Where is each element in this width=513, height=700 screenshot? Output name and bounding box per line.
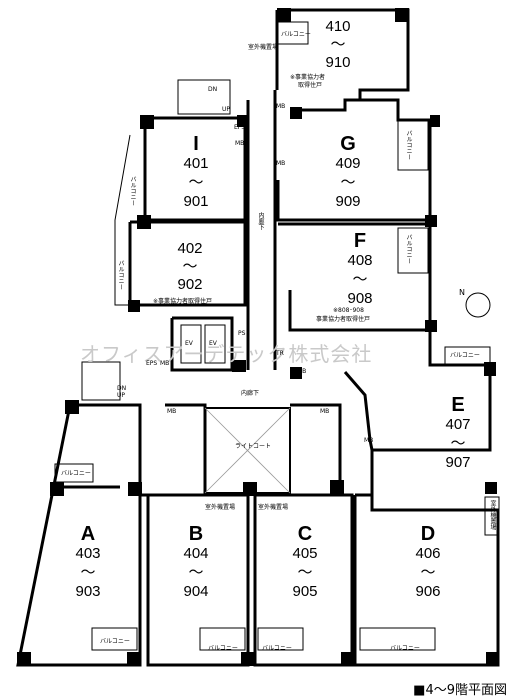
inner-corridor-label: 内廊下 [257,212,264,230]
unit-from: 401 [183,155,209,172]
mb-label: MB [167,408,177,415]
unit-label-c: C 405 ～ 905 [285,523,325,601]
unit-letter: G [340,133,356,155]
ev-label: EV [209,340,217,347]
unit-to: 905 [292,583,318,600]
unit-sep: ～ [188,174,204,191]
unit-label-e: E 407 ～ 907 [438,394,478,472]
unit-label-i: I 401 ～ 901 [176,133,216,211]
mb-label: MB [364,437,374,444]
plan-caption: ■4～9階平面図 [413,683,507,698]
unit-from: 408 [347,252,373,269]
unit-sep: ～ [340,174,356,191]
mb-label: MB [160,360,170,367]
unit-letter: B [188,523,204,545]
unit-sep: ～ [420,564,436,581]
unit-sep: ～ [330,36,346,53]
balcony-label: バルコニー [262,645,292,652]
unit-label-d: D 406 ～ 906 [408,523,448,601]
unit-to: 910 [325,54,351,71]
mb-label: MB [276,160,286,167]
unit-to: 908 [347,290,373,307]
mb-label: MB [235,140,245,147]
outdoor-unit-label: 室外機置場 [248,44,279,51]
ps-label: PS [238,330,246,337]
note-410b: 取得住戸 [298,82,323,89]
unit-label-a: A 403 ～ 903 [68,523,108,601]
unit-label-402: 402 ～ 902 [170,240,210,294]
north-arrow-icon [465,292,491,318]
lightcourt-cross [204,407,291,494]
tr-label: TR [276,350,284,357]
unit-from: 404 [183,545,209,562]
up-label: UP [222,106,231,113]
balcony-label: バルコニー [61,470,91,477]
balconies [54,21,500,651]
unit-letter: D [420,523,436,545]
unit-sep: ～ [352,271,368,288]
dn-label: DN [208,86,218,93]
eps-label: EPS [234,124,246,131]
unit-from: 402 [177,240,203,257]
note-408a: ※808･908 [333,307,364,314]
stairs [81,79,231,401]
unit-from: 406 [415,545,441,562]
north-label: N [459,288,465,297]
unit-to: 902 [177,276,203,293]
columns [17,8,498,666]
dn-label: DN [117,385,127,392]
unit-label-b: B 404 ～ 904 [176,523,216,601]
eps-label: EPS [146,360,158,367]
mb-label: MB [320,408,330,415]
balcony-label: バルコニー [390,645,420,652]
outdoor-unit-label: 室外機置場 [489,500,496,530]
unit-to: 903 [75,583,101,600]
balcony-label: バルコニー [208,645,238,652]
ev-label: EV [185,340,193,347]
unit-to: 906 [415,583,441,600]
unit-from: 405 [292,545,318,562]
note-408b: 事業協力者取得住戸 [316,316,371,323]
unit-to: 901 [183,193,209,210]
unit-letter: E [451,394,465,416]
inner-corridor-label: 内廊下 [241,390,260,397]
unit-to: 907 [445,454,471,471]
outdoor-unit-label: 室外機置場 [205,504,236,511]
outdoor-unit-label: 室外機置場 [258,504,289,511]
unit-label-top: 410 ～ 910 [318,18,358,72]
unit-from: 410 [325,18,351,35]
unit-label-f: F 408 ～ 908 [340,230,380,308]
unit-sep: ～ [450,435,466,452]
unit-sep: ～ [182,258,198,275]
mb-label: MB [297,368,307,375]
unit-letter: C [297,523,313,545]
lightcourt-label: ライトコート [235,443,272,450]
unit-from: 403 [75,545,101,562]
balcony-label: バルコニー [129,176,136,206]
unit-to: 904 [183,583,209,600]
unit-sep: ～ [297,564,313,581]
unit-label-g: G 409 ～ 909 [328,133,368,211]
balcony-label: バルコニー [117,260,124,290]
unit-letter: F [353,230,367,252]
balcony-label: バルコニー [281,31,311,38]
mb-label: MB [276,103,286,110]
watermark: オフィスアーデテック株式会社 [80,342,373,366]
balcony-label: バルコニー [405,234,412,264]
balcony-label: バルコニー [405,130,412,160]
unit-letter: I [193,133,199,155]
unit-sep: ～ [80,564,96,581]
unit-from: 409 [335,155,361,172]
unit-to: 909 [335,193,361,210]
up-label: UP [117,392,126,399]
balcony-label: バルコニー [100,638,130,645]
unit-sep: ～ [188,564,204,581]
note-402: ※事業協力者取得住戸 [153,298,213,305]
note-410: ※事業協力者 [290,74,326,81]
balcony-label: バルコニー [450,352,480,359]
unit-from: 407 [445,416,471,433]
unit-letter: A [80,523,96,545]
